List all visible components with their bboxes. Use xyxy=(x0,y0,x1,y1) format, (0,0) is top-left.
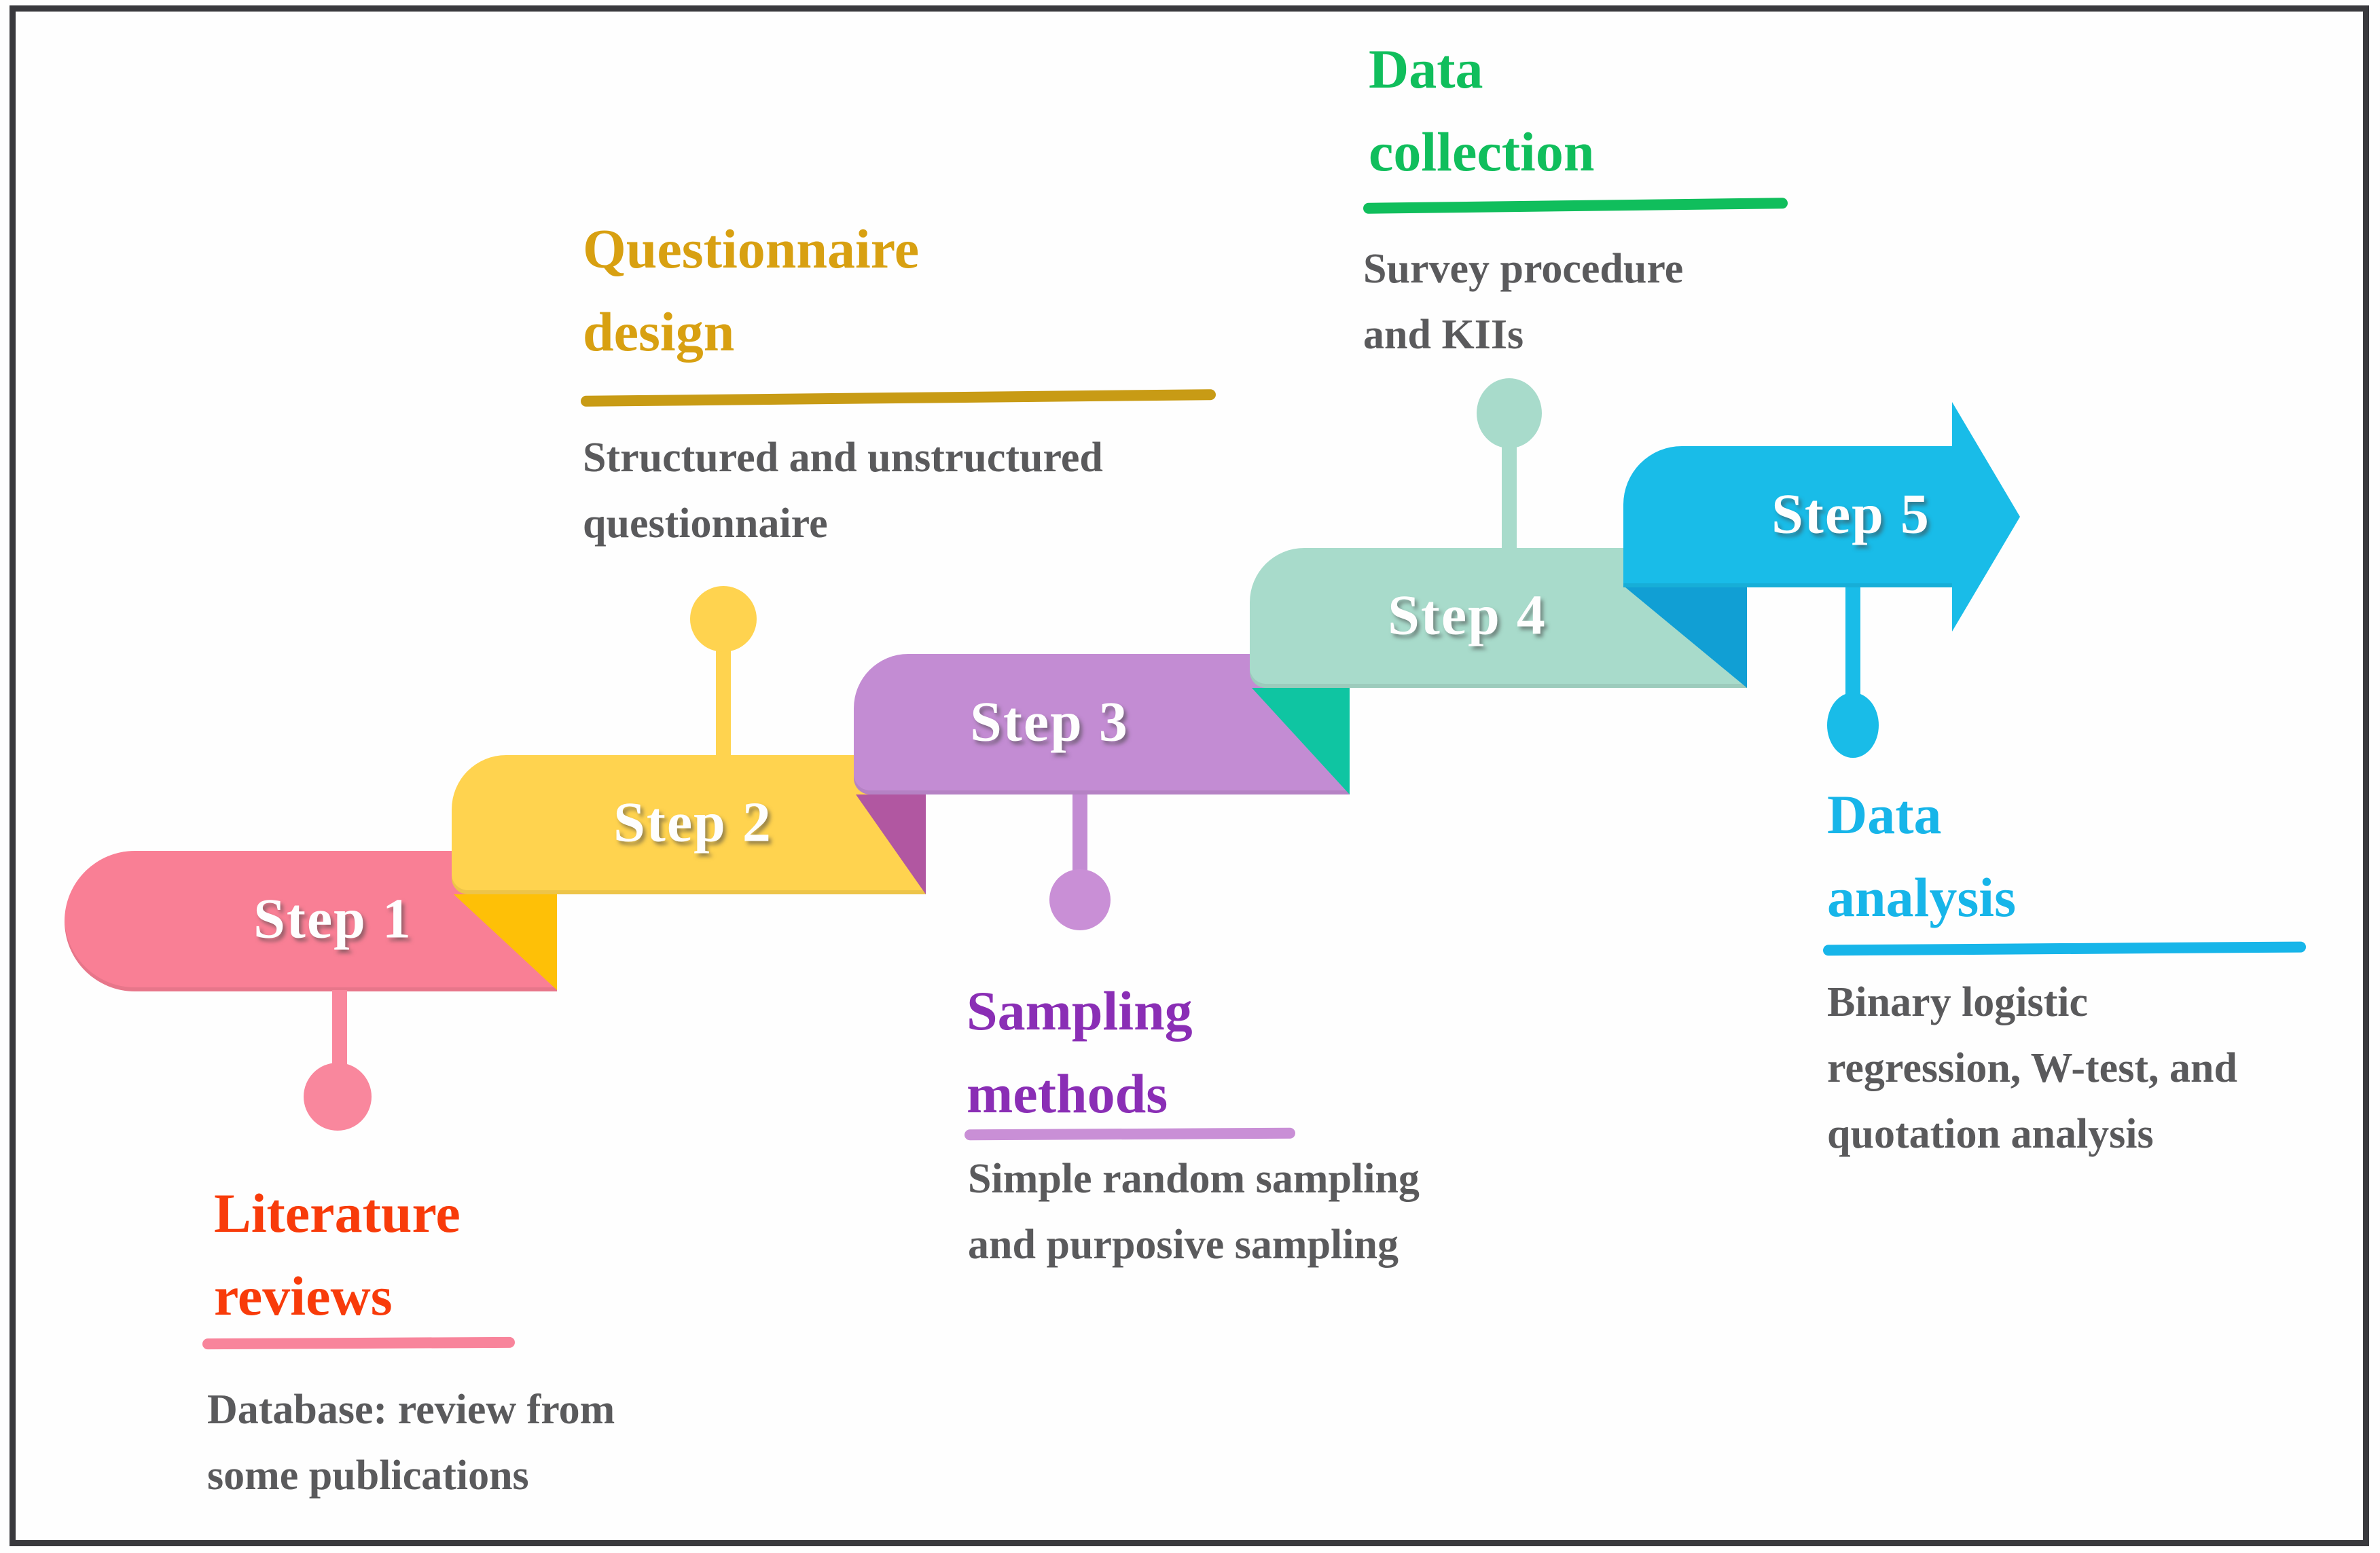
step-1-description: Database: review from some publications xyxy=(207,1387,615,1499)
step-1-heading: Literature reviews xyxy=(214,1182,461,1327)
step-5-connector-line xyxy=(1845,587,1860,699)
step-4-label: Step 4 xyxy=(1388,583,1547,647)
step-4-heading: Data collection xyxy=(1369,38,1595,183)
step-1-label: Step 1 xyxy=(253,887,412,951)
step-4-connector-line xyxy=(1502,431,1517,550)
step-2-heading: Questionnaire design xyxy=(583,218,920,363)
step-3-connector-line xyxy=(1072,794,1087,879)
step-2-label: Step 2 xyxy=(613,790,772,854)
step-4-connector-dot xyxy=(1477,378,1542,448)
step-2-connector-dot xyxy=(690,586,757,652)
step-5-description: Binary logistic regression, W-test, and … xyxy=(1827,979,2237,1157)
step-3-heading: Sampling methods xyxy=(967,980,1193,1125)
step-5-underline xyxy=(1822,941,2307,956)
step-4-band: Step 4 xyxy=(1250,548,1747,688)
step-3-label: Step 3 xyxy=(970,690,1129,754)
step-2-band: Step 2 xyxy=(452,755,926,894)
step-3-description: Simple random sampling and purposive sam… xyxy=(968,1156,1420,1268)
step-3-connector-dot xyxy=(1049,869,1111,930)
step-5-band: Step 5 xyxy=(1623,446,1953,587)
step-5-arrowhead-icon xyxy=(1952,402,2020,632)
step-5-heading: Data analysis xyxy=(1827,784,2016,928)
step-5-label: Step 5 xyxy=(1771,482,1930,546)
step-4-description: Survey procedure and KIIs xyxy=(1363,246,1684,358)
step-1-underline xyxy=(202,1336,516,1350)
step-4-underline xyxy=(1363,198,1788,214)
step-5-connector-dot xyxy=(1827,693,1879,758)
step-1-connector-dot xyxy=(304,1063,372,1131)
step-2-underline xyxy=(580,389,1216,407)
step-2-description: Structured and unstructured questionnair… xyxy=(583,435,1103,547)
step-2-connector-line xyxy=(716,638,731,757)
step-3-underline xyxy=(964,1127,1296,1141)
